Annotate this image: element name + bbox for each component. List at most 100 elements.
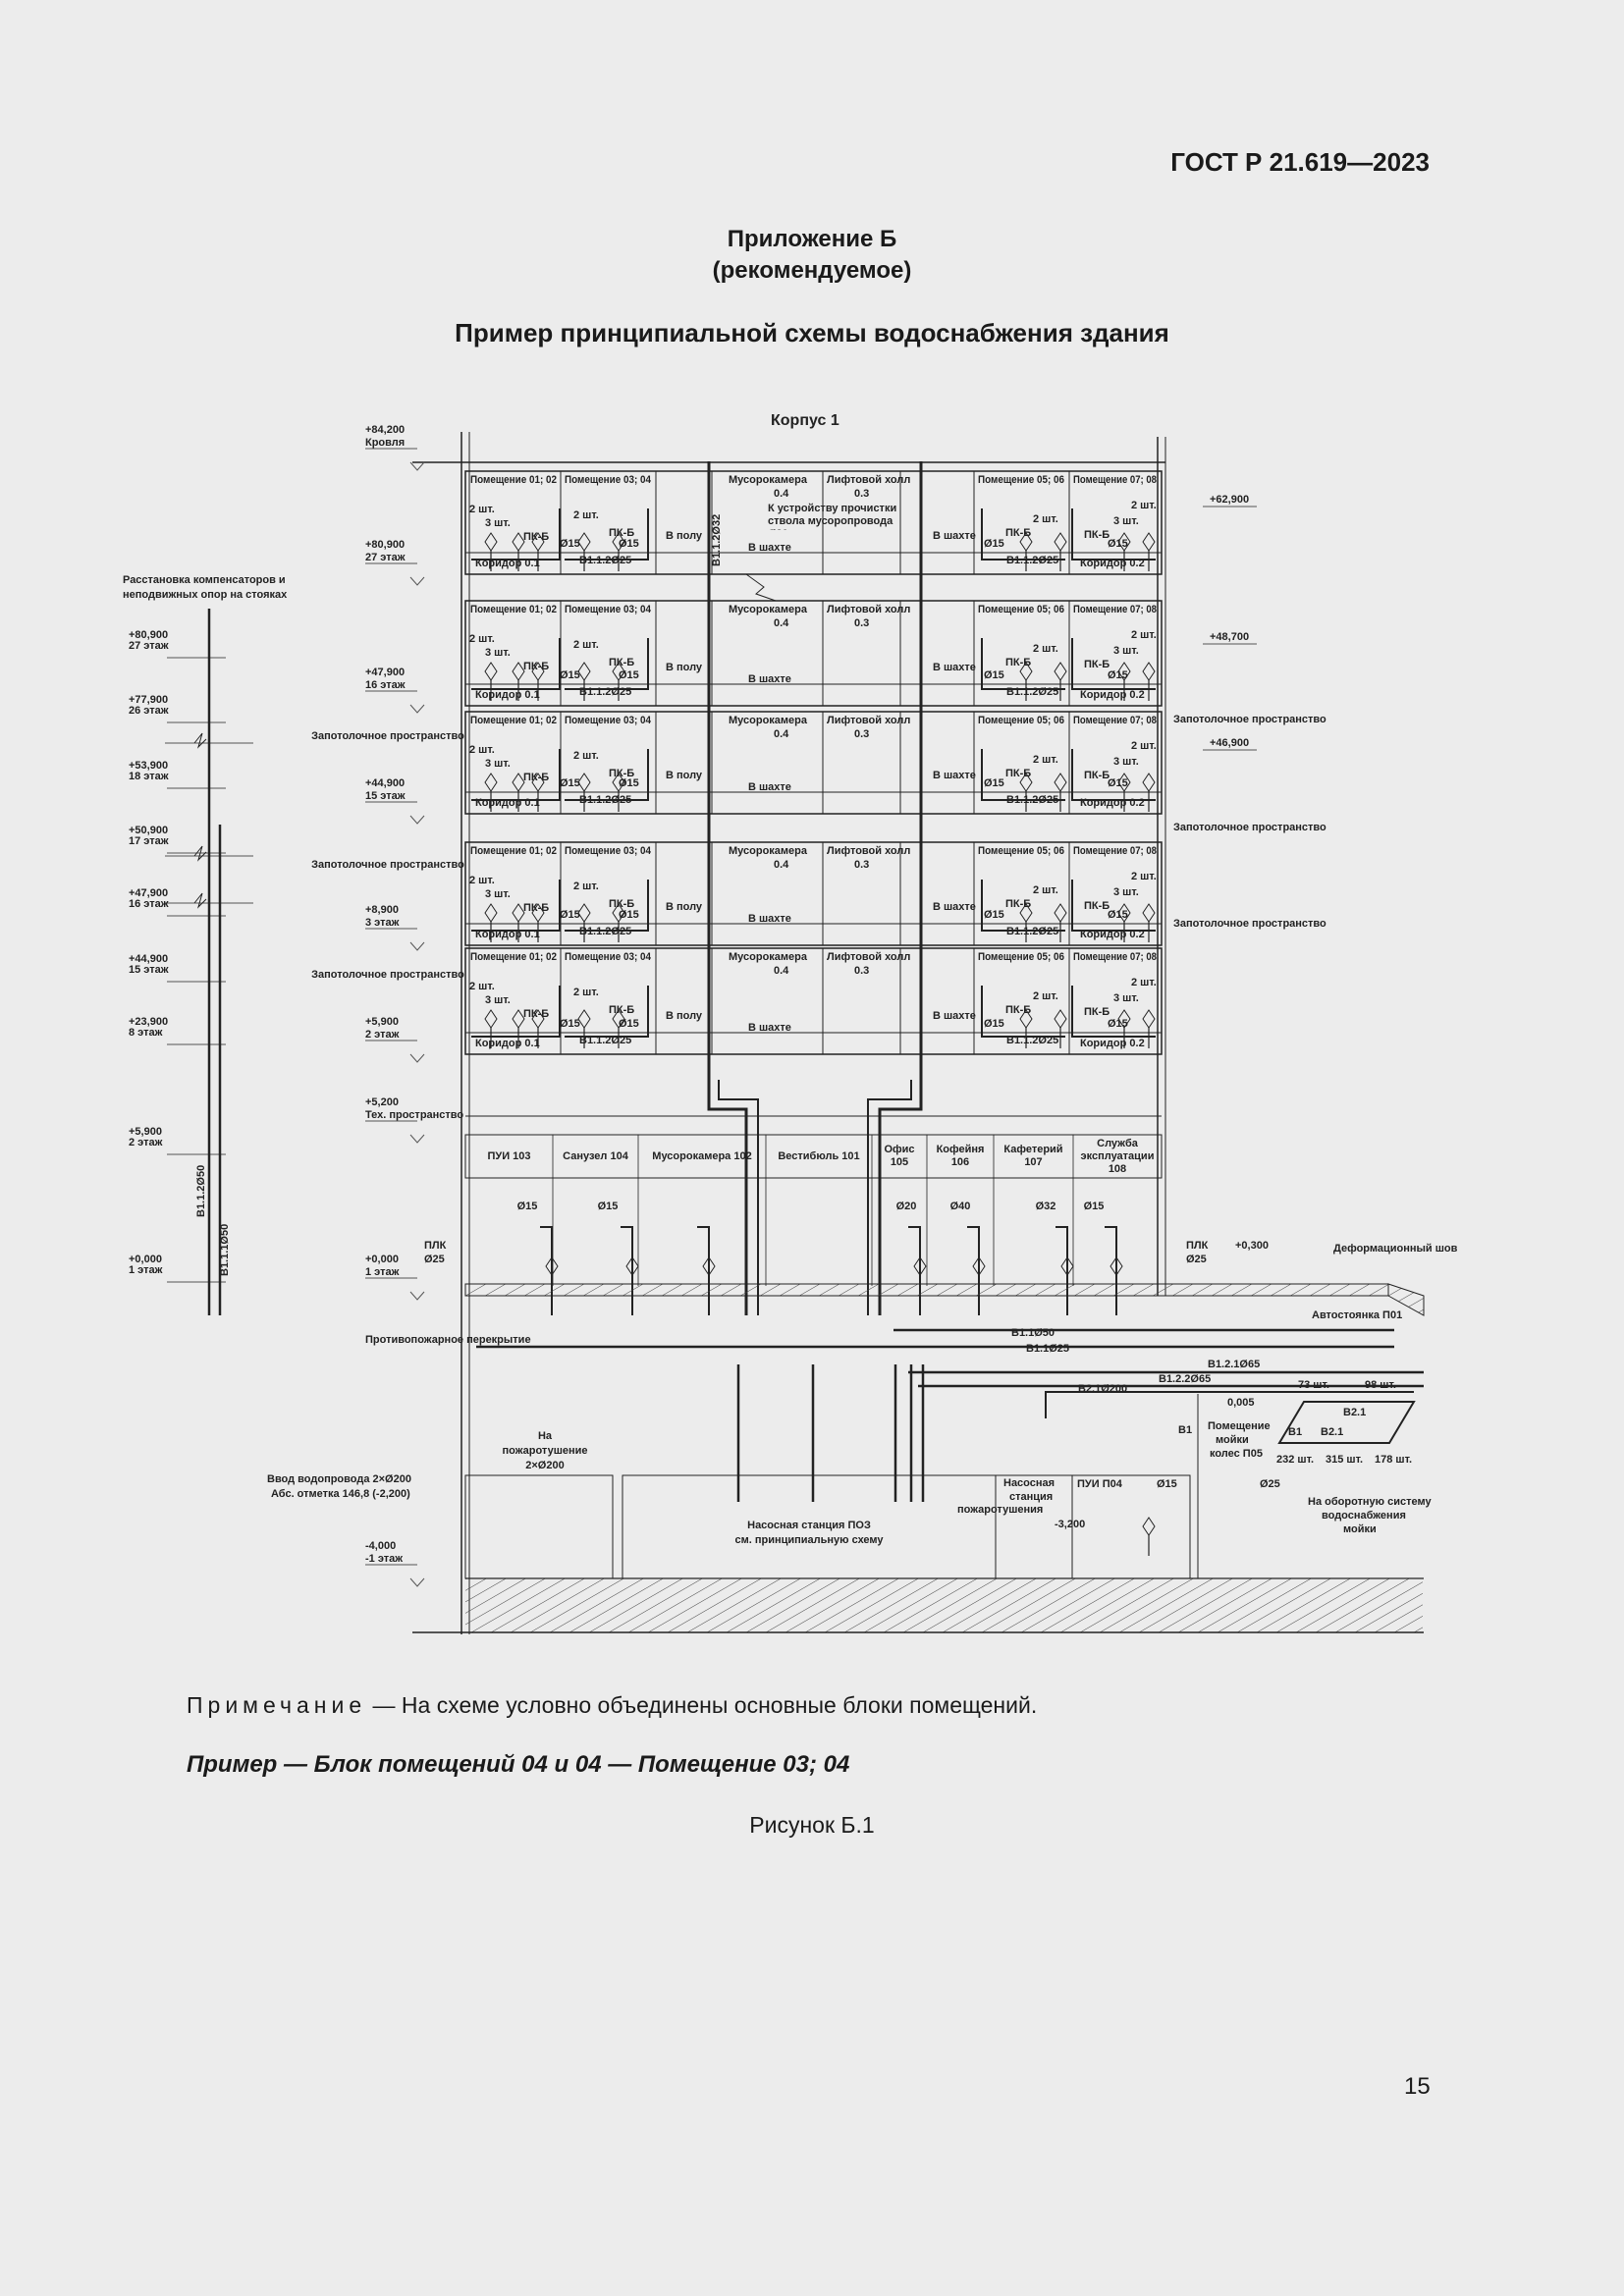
ceiling-space-label: Запотолочное пространство — [1173, 918, 1326, 930]
elevation-mark-icon — [409, 461, 425, 471]
compensator-elevation: +53,900 — [129, 760, 168, 772]
deform-joint-label: Деформационный шов — [1333, 1243, 1458, 1255]
room-label: Помещение 07; 08 — [1073, 604, 1157, 615]
inlet-label: Ввод водопровода 2×Ø200 — [267, 1473, 411, 1485]
diameter-label: Ø20 — [896, 1201, 917, 1212]
elevation-floor: 15 этаж — [365, 790, 406, 802]
distribution-pipe — [1071, 749, 1156, 801]
elevation-label: -3,200 — [1055, 1519, 1085, 1530]
hose-label: ПК-Б — [523, 531, 549, 543]
distribution-pipe — [981, 986, 1065, 1038]
room-label: Помещение 01; 02 — [470, 951, 557, 963]
hose-label: ПК-Б — [1005, 898, 1031, 910]
riser-label: В1.1.1Ø50 — [219, 1224, 231, 1276]
fire-pump-label: станция — [1009, 1491, 1053, 1503]
ground-room-label-text: Мусорокамера 102 — [652, 1149, 752, 1162]
distribution-pipe — [471, 749, 561, 801]
elevation-mark-icon — [409, 1577, 425, 1587]
ground-room-label: Вестибюль 101 — [768, 1136, 870, 1177]
hose-label: ПК-Б — [1005, 768, 1031, 779]
qty-label: 2 шт. — [469, 744, 495, 756]
pipe-label: 0,005 — [1227, 1397, 1255, 1409]
qty-label: 2 шт. — [1131, 740, 1157, 752]
elevation-floor: 1 этаж — [365, 1266, 400, 1278]
qty-label: 178 шт. — [1375, 1454, 1412, 1466]
sink-icon — [484, 662, 498, 681]
ground-room-label: Служба эксплуатации 108 — [1075, 1136, 1160, 1177]
elevation-label: +0,300 — [1235, 1240, 1269, 1252]
room-label: Помещение 05; 06 — [978, 951, 1064, 963]
diameter-label: Ø15 — [1157, 1478, 1177, 1490]
diameter-label: Ø15 — [1108, 777, 1128, 789]
diameter-label: Ø15 — [560, 669, 580, 681]
qty-label: 2 шт. — [573, 750, 599, 762]
room-label: Коридор 0.2 — [1080, 797, 1145, 809]
room-label: Помещение 07; 08 — [1073, 951, 1157, 963]
room-label: Мусорокамера — [729, 951, 808, 963]
compensator-elevation: +77,900 — [129, 694, 168, 706]
room-label: Помещение 05; 06 — [978, 845, 1064, 857]
room-label: Мусорокамера — [729, 474, 808, 486]
room-label: Лифтовой холл — [827, 951, 910, 963]
room-label: 0.3 — [854, 617, 869, 629]
note-label: В полу — [666, 662, 703, 673]
distribution-pipe — [471, 508, 561, 561]
fire-pump-label: Насосная — [1003, 1477, 1055, 1489]
ceiling-space-label: Запотолочное пространство — [311, 969, 464, 981]
ground-room-label-text: Офис 105 — [884, 1144, 915, 1168]
compensator-elevation: +47,900 — [129, 887, 168, 899]
diameter-label: Ø15 — [1108, 1018, 1128, 1030]
hose-label: ПК-Б — [1005, 527, 1031, 539]
diameter-label: Ø15 — [619, 909, 639, 921]
appendix-status: (рекомендуемое) — [712, 257, 912, 284]
room-label: Помещение 05; 06 — [978, 604, 1064, 615]
fixture-riser — [540, 1226, 553, 1315]
elevation-value: +0,000 — [365, 1254, 399, 1265]
room-label: 0.3 — [854, 488, 869, 500]
hose-label: ПК-Б — [1005, 1004, 1031, 1016]
ground-room-label-box: Офис 105 — [884, 1144, 915, 1168]
hose-label: ПК-Б — [523, 1008, 549, 1020]
elevation-value: +84,200 — [365, 424, 405, 436]
hose-label: ПК-Б — [1005, 657, 1031, 668]
ceiling-space-label: Запотолочное пространство — [311, 730, 464, 742]
break-mark — [193, 892, 207, 909]
compensator-floor: 2 этаж — [129, 1137, 163, 1148]
break-mark — [193, 732, 207, 749]
elevation-mark-icon — [409, 1291, 425, 1301]
qty-label: 98 шт. — [1365, 1379, 1396, 1391]
diameter-label: Ø32 — [1036, 1201, 1056, 1212]
sink-icon — [1142, 773, 1156, 792]
pui-room — [1071, 1474, 1191, 1579]
elevation-value: +48,700 — [1210, 631, 1249, 643]
room-label: Коридор 0.2 — [1080, 1038, 1145, 1049]
sink-icon — [1054, 532, 1067, 552]
distribution-pipe — [1071, 986, 1156, 1038]
sink-icon — [1142, 532, 1156, 552]
diameter-label: Ø15 — [1108, 909, 1128, 921]
riser-label: В1.1.2Ø32 — [711, 514, 723, 566]
elevation-value: +44,900 — [365, 777, 405, 789]
elevation-mark-icon — [409, 704, 425, 714]
elevation-mark-icon — [409, 1053, 425, 1063]
ground-room-label: Кафетерий 107 — [996, 1136, 1071, 1177]
room-label: Лифтовой холл — [827, 845, 910, 857]
sink-icon — [1142, 1517, 1156, 1536]
qty-label: 3 шт. — [1113, 756, 1139, 768]
sink-icon — [577, 662, 591, 681]
elevation-value: +80,900 — [365, 539, 405, 551]
ground-room-label: ПУИ 103 — [467, 1136, 551, 1177]
diameter-label: Ø15 — [517, 1201, 538, 1212]
room-label: Помещение 03; 04 — [565, 474, 652, 486]
riser-label: В1.1.2Ø50 — [195, 1165, 207, 1217]
hose-label: ПК-Б — [1084, 1006, 1110, 1018]
note-label: В полу — [666, 530, 703, 542]
room-label: Помещение 03; 04 — [565, 604, 652, 615]
distribution-pipe — [981, 749, 1065, 801]
note-text: — На схеме условно объединены основные б… — [366, 1692, 1038, 1718]
hose-label: ПК-Б — [609, 527, 634, 539]
qty-label: 2 шт. — [1131, 500, 1157, 511]
ground-room-label-box: Мусорокамера 102 — [652, 1149, 752, 1162]
room-label: Помещение 05; 06 — [978, 715, 1064, 726]
sink-icon — [1142, 903, 1156, 923]
